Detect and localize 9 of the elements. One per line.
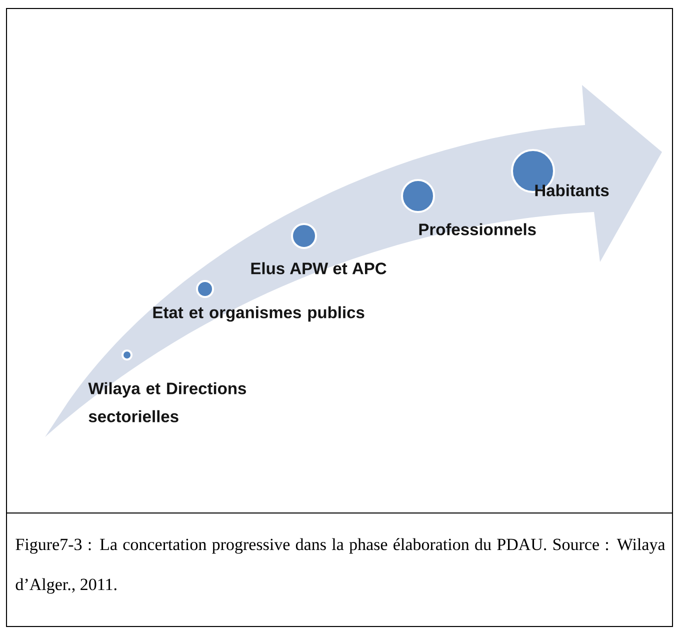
- dot: [122, 350, 132, 360]
- stage-label: Wilaya et Directions sectorielles: [88, 382, 246, 422]
- stage-label: Elus APW et APC: [251, 262, 386, 274]
- dot: [196, 280, 214, 298]
- caption: Figure7-3 : La concertation progressive dans la phase élaboration du PDAU. Source : Wilaya d’Alger., 2011.: [16, 538, 666, 594]
- stage-label: Habitants: [535, 184, 609, 196]
- stage-label: Etat et organismes publics: [153, 306, 364, 322]
- dot: [401, 179, 435, 213]
- stage-label: Professionnels: [419, 223, 536, 236]
